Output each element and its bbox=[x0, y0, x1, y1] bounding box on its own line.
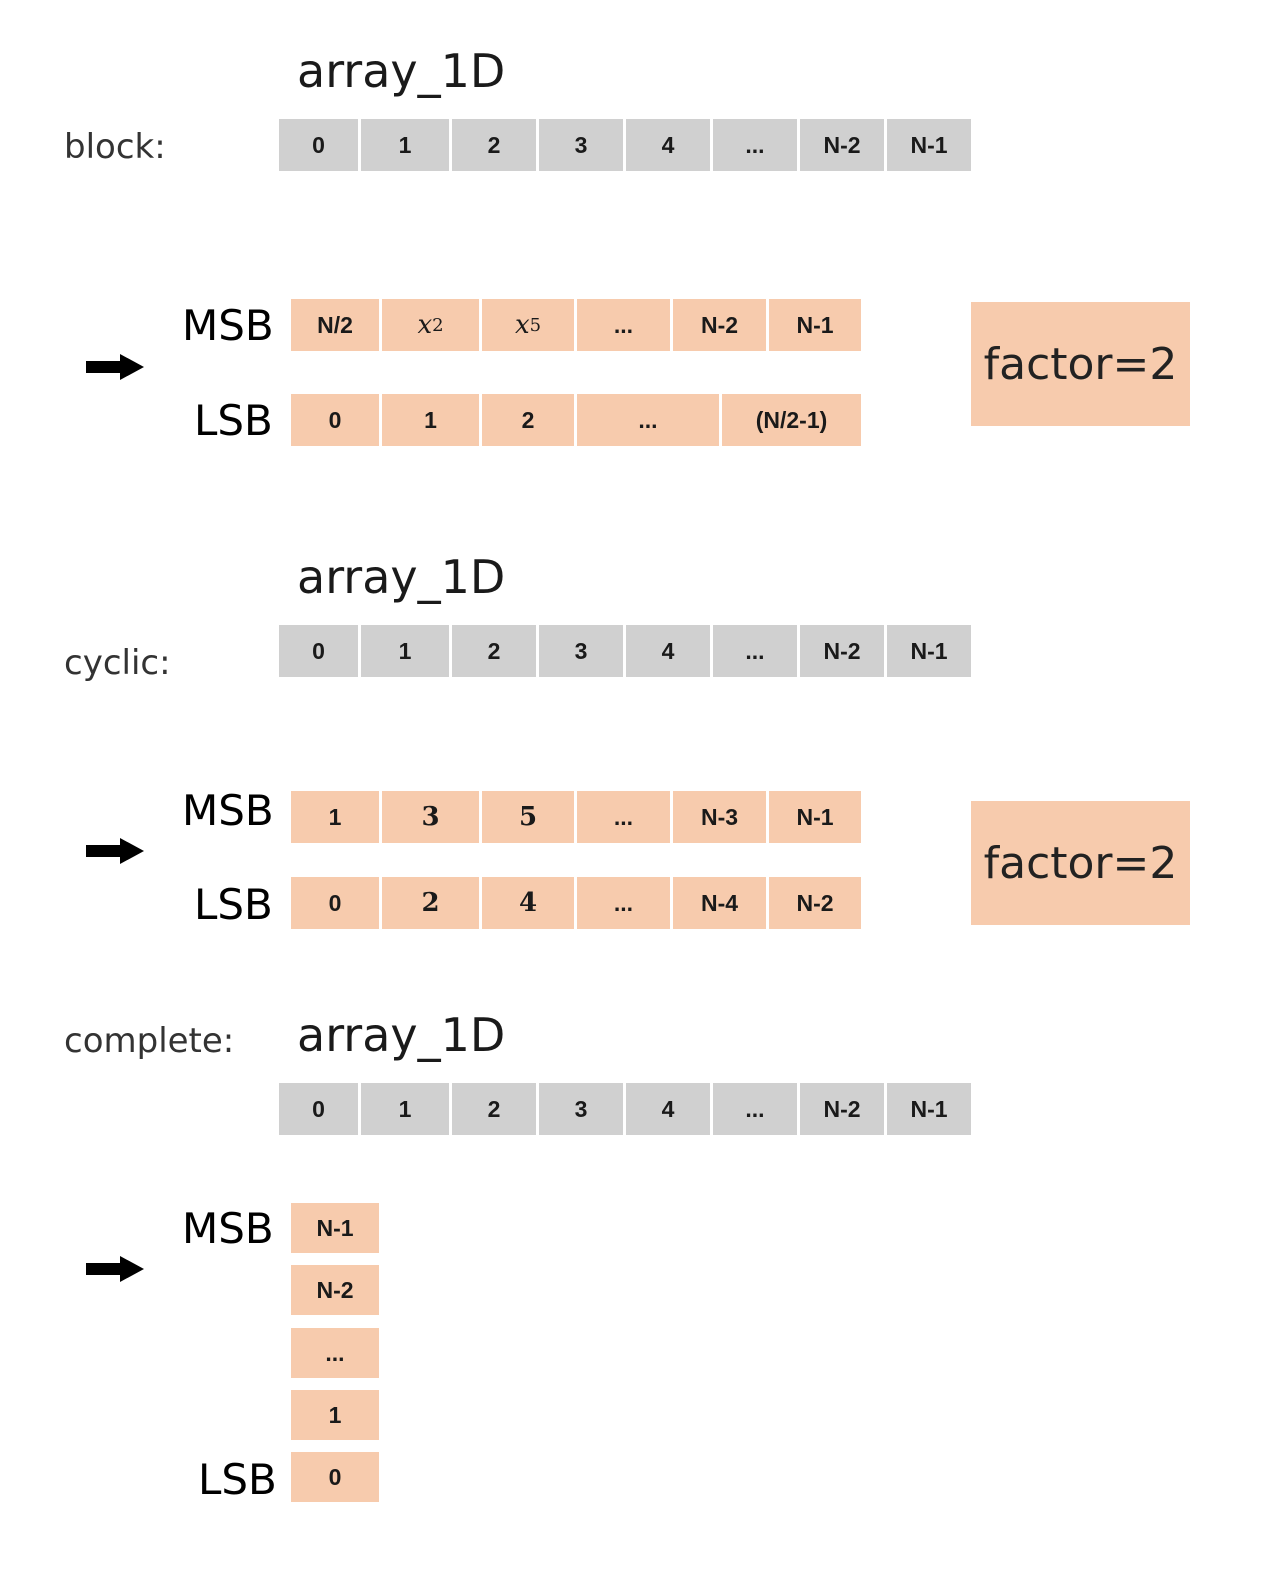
array-cell: 1 bbox=[361, 119, 452, 171]
lsb-cell: N-2 bbox=[769, 877, 861, 929]
array-cell: 3 bbox=[539, 625, 626, 677]
right-arrow-icon bbox=[86, 838, 144, 864]
cyclic-array-title: array_1D bbox=[297, 550, 506, 604]
complete-lsb-label: LSB bbox=[198, 1455, 277, 1504]
lsb-cell: 2 bbox=[382, 877, 482, 929]
complete-label: complete: bbox=[64, 1021, 235, 1061]
array-cell: 0 bbox=[279, 1083, 361, 1135]
array-cell: 0 bbox=[279, 119, 361, 171]
array-cell: ... bbox=[713, 625, 800, 677]
array-cell: N-2 bbox=[800, 119, 887, 171]
array-cell: N-2 bbox=[800, 625, 887, 677]
msb-cell: ... bbox=[577, 791, 673, 843]
lsb-cell: ... bbox=[577, 877, 673, 929]
complete-array-title: array_1D bbox=[297, 1008, 506, 1062]
block-lsb-bank: 0 1 2 ... (N/2-1) bbox=[291, 394, 861, 446]
cyclic-msb-label: MSB bbox=[182, 786, 274, 835]
block-lsb-label: LSB bbox=[194, 396, 273, 445]
array-cell: 4 bbox=[626, 1083, 713, 1135]
cyclic-source-array: 0 1 2 3 4 ... N-2 N-1 bbox=[279, 625, 971, 677]
msb-cell: 5 bbox=[482, 791, 577, 843]
right-arrow-icon bbox=[86, 354, 144, 380]
block-factor-box: factor=2 bbox=[971, 302, 1190, 426]
register-cell: N-2 bbox=[291, 1265, 379, 1315]
lsb-cell: 4 bbox=[482, 877, 577, 929]
array-cell: ... bbox=[713, 1083, 800, 1135]
array-cell: 4 bbox=[626, 119, 713, 171]
msb-cell: 3 bbox=[382, 791, 482, 843]
array-cell: 2 bbox=[452, 625, 539, 677]
block-array-title: array_1D bbox=[297, 44, 506, 98]
register-cell: 0 bbox=[291, 1452, 379, 1502]
array-cell: 3 bbox=[539, 1083, 626, 1135]
array-cell: ... bbox=[713, 119, 800, 171]
lsb-cell: 0 bbox=[291, 877, 382, 929]
array-cell: N-2 bbox=[800, 1083, 887, 1135]
array-cell: 0 bbox=[279, 625, 361, 677]
register-cell: 1 bbox=[291, 1390, 379, 1440]
cyclic-factor-box: factor=2 bbox=[971, 801, 1190, 925]
msb-cell: N-1 bbox=[769, 791, 861, 843]
cyclic-label: cyclic: bbox=[64, 643, 171, 683]
array-cell: 4 bbox=[626, 625, 713, 677]
complete-source-array: 0 1 2 3 4 ... N-2 N-1 bbox=[279, 1083, 971, 1135]
lsb-cell: ... bbox=[577, 394, 722, 446]
array-cell: N-1 bbox=[887, 625, 971, 677]
array-cell: 2 bbox=[452, 119, 539, 171]
cyclic-msb-bank: 1 3 5 ... N-3 N-1 bbox=[291, 791, 861, 843]
array-cell: N-1 bbox=[887, 1083, 971, 1135]
lsb-cell: 2 bbox=[482, 394, 577, 446]
lsb-cell: N-4 bbox=[673, 877, 769, 929]
complete-msb-label: MSB bbox=[182, 1204, 274, 1253]
array-cell: 2 bbox=[452, 1083, 539, 1135]
msb-cell: 1 bbox=[291, 791, 382, 843]
array-cell: 1 bbox=[361, 1083, 452, 1135]
register-cell: ... bbox=[291, 1328, 379, 1378]
cyclic-lsb-label: LSB bbox=[194, 880, 273, 929]
msb-cell: N-1 bbox=[769, 299, 861, 351]
register-cell: N-1 bbox=[291, 1203, 379, 1253]
msb-cell: ... bbox=[577, 299, 673, 351]
right-arrow-icon bbox=[86, 1256, 144, 1282]
lsb-cell: 1 bbox=[382, 394, 482, 446]
lsb-cell: (N/2-1) bbox=[722, 394, 861, 446]
msb-cell: N/2 bbox=[291, 299, 382, 351]
lsb-cell: 0 bbox=[291, 394, 382, 446]
msb-cell: N-3 bbox=[673, 791, 769, 843]
msb-cell: N-2 bbox=[673, 299, 769, 351]
block-label: block: bbox=[64, 127, 166, 167]
array-cell: N-1 bbox=[887, 119, 971, 171]
array-cell: 1 bbox=[361, 625, 452, 677]
cyclic-lsb-bank: 0 2 4 ... N-4 N-2 bbox=[291, 877, 861, 929]
array-cell: 3 bbox=[539, 119, 626, 171]
block-msb-label: MSB bbox=[182, 301, 274, 350]
block-source-array: 0 1 2 3 4 ... N-2 N-1 bbox=[279, 119, 971, 171]
